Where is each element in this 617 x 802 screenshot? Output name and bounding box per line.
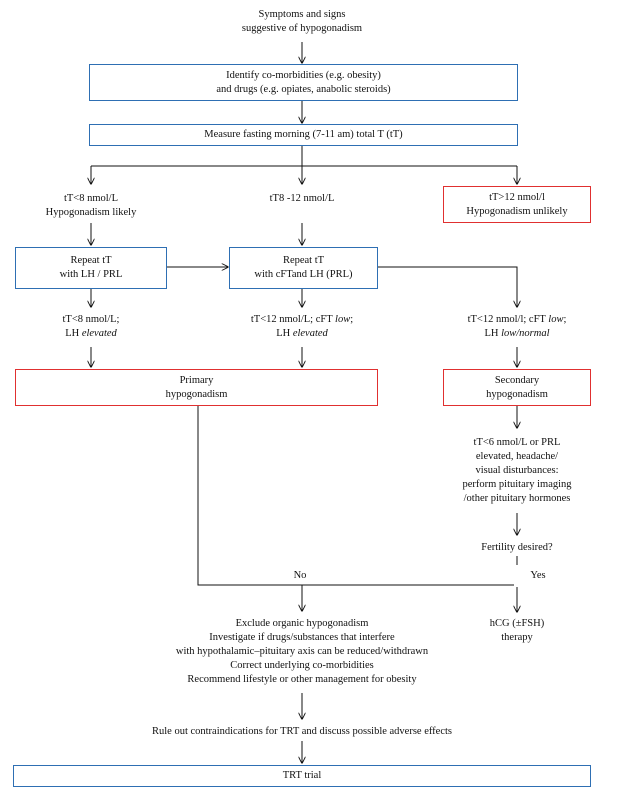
identify-line2: and drugs (e.g. opiates, anabolic steroi… (216, 83, 391, 95)
branch-right-line1: tT>12 nmol/l (489, 191, 545, 203)
repeat-mid-line1: Repeat tT (282, 255, 325, 266)
secondary-hypogonadism-box: Secondary hypogonadism (443, 369, 591, 406)
pituitary-line5: /other pituitary hormones (463, 493, 571, 504)
secondary-line2: hypogonadism (486, 388, 548, 400)
branch-mid-line1: tT8 -12 nmol/L (269, 193, 335, 204)
branch-mid-node: tT8 -12 nmol/L (242, 192, 362, 206)
no-label: No (293, 570, 307, 581)
branch-left-line1: tT<8 nmol/L (63, 193, 119, 204)
repeat-left-box: Repeat tT with LH / PRL (15, 247, 167, 289)
repeat-left-line2: with LH / PRL (59, 269, 123, 280)
measure-line1: Measure fasting morning (7-11 am) total … (204, 129, 403, 140)
ruleout-line1: Rule out contraindications for TRT and d… (151, 726, 452, 737)
hcg-therapy-node: hCG (±FSH) therapy (467, 617, 567, 645)
exclude-organic-node: Exclude organic hypogonadism Investigate… (127, 617, 477, 687)
fertility-label: Fertility desired? (481, 542, 553, 553)
branch-right-line2: Hypogonadism unlikely (466, 205, 568, 217)
pituitary-line3: visual disturbances: (475, 465, 559, 476)
result-mid-line2: LH elevated (276, 328, 328, 339)
line-primary-no-path (197, 406, 514, 586)
result-right-line1: tT<12 nmol/l; cFT low; (467, 314, 567, 325)
trt-line1: TRT trial (282, 770, 322, 781)
repeat-left-line1: Repeat tT (70, 255, 112, 266)
symptoms-line1: Symptoms and signs (258, 9, 346, 20)
repeat-mid-line2: with cFTand LH (PRL) (254, 269, 353, 280)
measure-box: Measure fasting morning (7-11 am) total … (89, 124, 518, 146)
pituitary-line1: tT<6 nmol/L or PRL (473, 437, 561, 448)
repeat-mid-box: Repeat tT with cFTand LH (PRL) (229, 247, 378, 289)
primary-hypogonadism-box: Primary hypogonadism (15, 369, 378, 406)
yes-label-node: Yes (520, 569, 556, 583)
result-left-line1: tT<8 nmol/L; (62, 314, 120, 325)
pituitary-line2: elevated, headache/ (475, 451, 559, 462)
exclude-line4: Correct underlying co-morbidities (230, 660, 374, 671)
no-label-node: No (285, 569, 315, 583)
symptoms-line2: suggestive of hypogonadism (241, 23, 363, 34)
result-mid-line1: tT<12 nmol/L; cFT low; (250, 314, 354, 325)
trt-trial-box: TRT trial (13, 765, 591, 787)
identify-line1: Identify co-morbidities (e.g. obesity) (226, 69, 381, 81)
result-right-node: tT<12 nmol/l; cFT low; LH low/normal (437, 313, 597, 341)
branch-left-node: tT<8 nmol/L Hypogonadism likely (21, 192, 161, 220)
result-right-line2: LH low/normal (484, 328, 550, 339)
result-left-line2: LH elevated (65, 328, 117, 339)
pituitary-line4: perform pituitary imaging (462, 479, 572, 490)
arrow-repeat-mid-to-right (378, 266, 517, 307)
branch-right-box: tT>12 nmol/l Hypogonadism unlikely (443, 186, 591, 223)
result-mid-node: tT<12 nmol/L; cFT low; LH elevated (217, 313, 387, 341)
exclude-line3: with hypothalamic–pituitary axis can be … (175, 646, 429, 657)
ruleout-node: Rule out contraindications for TRT and d… (82, 725, 522, 739)
fertility-question: Fertility desired? (447, 541, 587, 555)
exclude-line5: Recommend lifestyle or other management … (187, 674, 417, 685)
symptoms-node: Symptoms and signs suggestive of hypogon… (202, 8, 402, 36)
identify-box: Identify co-morbidities (e.g. obesity) a… (89, 64, 518, 101)
exclude-line1: Exclude organic hypogonadism (235, 618, 369, 629)
yes-label: Yes (530, 570, 546, 581)
hcg-line1: hCG (±FSH) (489, 618, 545, 629)
secondary-line1: Secondary (494, 374, 540, 386)
result-left-node: tT<8 nmol/L; LH elevated (21, 313, 161, 341)
hcg-line2: therapy (501, 632, 533, 643)
primary-line2: hypogonadism (165, 388, 228, 400)
primary-line1: Primary (179, 374, 214, 386)
pituitary-imaging-node: tT<6 nmol/L or PRL elevated, headache/ v… (437, 436, 597, 506)
branch-left-line2: Hypogonadism likely (45, 207, 137, 218)
exclude-line2: Investigate if drugs/substances that int… (209, 632, 395, 643)
